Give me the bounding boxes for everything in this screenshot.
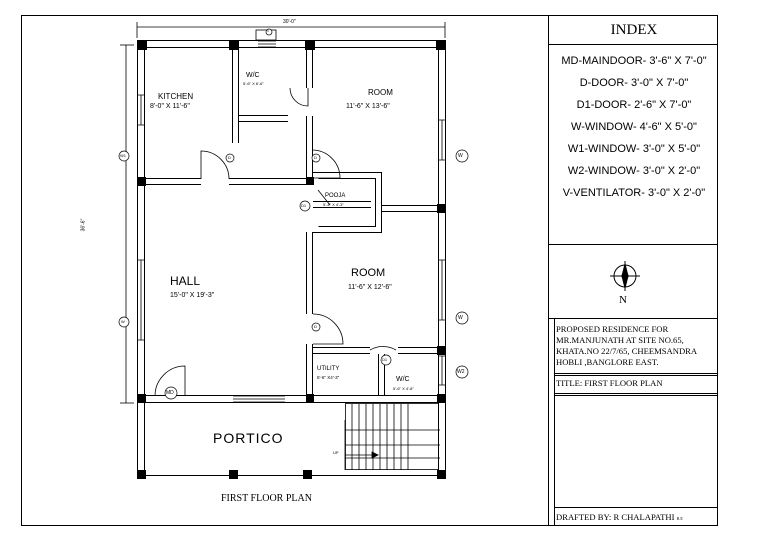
ventilator-top [258, 40, 276, 48]
index-item-window2: W2-WINDOW- 3'-0" X 2'-0" [567, 165, 701, 177]
drafted-by-text: DRAFTED BY: R CHALAPATHI [556, 512, 675, 522]
window-room-mid [439, 259, 445, 321]
kitchen-label: KITCHEN [158, 92, 194, 101]
tag-window-right-bottom: W2 [457, 369, 465, 375]
outer-walls [137, 40, 446, 403]
tag-door-kitchen: D [228, 155, 231, 160]
tag-door-room-mid: D [314, 324, 317, 329]
overall-width-dimension: 30'-0" [283, 19, 296, 25]
door-pooja [317, 189, 331, 206]
index-item-door: D-DOOR- 3'-0" X 7'-0" [579, 77, 689, 89]
interior-walls [144, 48, 438, 402]
stair-up-label: UP [333, 450, 339, 455]
index-panel [548, 15, 718, 526]
door-wc-top [289, 87, 309, 107]
portico-walls [137, 403, 446, 476]
window-kitchen [138, 94, 144, 126]
tag-door-pooja: D1 [301, 203, 307, 208]
north-label: N [619, 294, 627, 306]
drawing-title: TITLE: FIRST FLOOR PLAN [556, 378, 663, 388]
tag-window-left-top: W1 [120, 153, 126, 158]
doors [154, 87, 397, 397]
project-line-4: HOBLI ,BANGLORE EAST. [556, 357, 659, 367]
column-blocks [137, 40, 446, 479]
window-wc [439, 355, 445, 386]
room-top-label: ROOM [368, 88, 393, 97]
tag-window-right-mid: W [458, 315, 463, 321]
wc-top-label: W/C [246, 72, 260, 79]
project-line-1: PROPOSED RESIDENCE FOR [556, 324, 669, 334]
windows [138, 40, 445, 403]
utility-label: UTILITY [317, 366, 340, 372]
room-top-size: 11'-6" X 13'-6" [346, 103, 390, 110]
hall-label: HALL [170, 274, 201, 288]
tag-circles [118, 28, 469, 400]
tag-door-room-top: D [314, 155, 317, 160]
door-utility [369, 346, 397, 351]
tag-ventilator: V [267, 29, 270, 33]
door-main [154, 365, 186, 397]
north-arrow-icon [610, 261, 640, 291]
dimension-lines [120, 22, 446, 404]
index-title: INDEX [610, 22, 658, 38]
wc-bottom-size: 5'-6" X 4'-8" [393, 386, 414, 391]
project-line-3: KHATA.NO 22/7/65, CHEEMSANDRA [556, 346, 698, 356]
plan-caption: FIRST FLOOR PLAN [221, 493, 312, 504]
index-item-window: W-WINDOW- 4'-6" X 5'-0" [571, 121, 697, 133]
index-item-ventilator: V-VENTILATOR- 3'-0" X 2'-0" [562, 187, 706, 199]
tag-window-left-bottom: W [121, 319, 125, 324]
window-portico [233, 395, 285, 403]
drafted-by: DRAFTED BY: R CHALAPATHI B.E [556, 512, 716, 525]
room-mid-label: ROOM [351, 267, 386, 279]
tag-window-right-top: W [458, 153, 463, 159]
portico-label: PORTICO [213, 430, 284, 446]
hall-size: 15'-0" X 19'-3" [170, 292, 215, 299]
door-room-top [311, 149, 341, 179]
overall-depth-dimension: 36'-6" [80, 218, 87, 232]
tag-door-utility: D1 [382, 357, 388, 362]
window-hall [138, 259, 144, 341]
index-item-door1: D1-DOOR- 2'-6" X 7'-0" [576, 99, 692, 111]
index-item-window1: W1-WINDOW- 3'-0" X 5'-0" [567, 143, 701, 155]
door-kitchen [200, 150, 230, 180]
door-room-mid [312, 313, 344, 345]
staircase [344, 403, 440, 470]
drafted-by-suffix: B.E [676, 516, 683, 521]
project-line-2: MR.MANJUNATH AT SITE NO.65, [556, 335, 684, 345]
index-item-maindoor: MD-MAINDOOR- 3'-6" X 7'-0" [561, 55, 707, 67]
tag-main-door: MD [166, 390, 174, 396]
kitchen-size: 8'-0" X 11'-6" [150, 103, 190, 110]
wc-bottom-label: W/C [396, 376, 410, 383]
pooja-size: 5'-4" X 4'-3" [323, 202, 344, 207]
utility-size: 5'-6" X4'-3" [317, 375, 340, 380]
window-room-top [439, 119, 445, 161]
room-mid-size: 11'-6" X 12'-6" [348, 284, 392, 291]
wc-top-size: 5'-6" X 6'-6" [243, 81, 264, 86]
pooja-label: POOJA [325, 193, 346, 199]
ventilator-frame [255, 29, 277, 41]
